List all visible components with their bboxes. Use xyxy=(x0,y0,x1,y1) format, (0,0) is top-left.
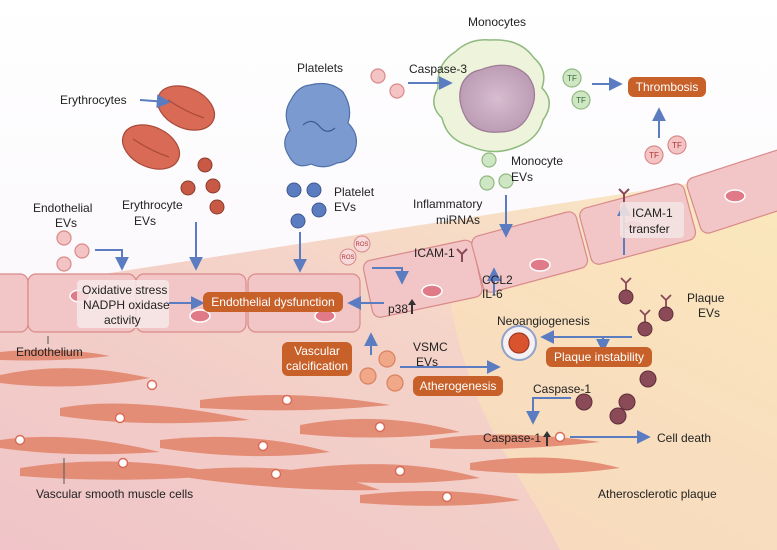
platelet-evs-dots xyxy=(286,182,327,229)
plaque-evs-label-1: Plaque xyxy=(687,291,725,305)
tf-label: TF xyxy=(649,151,659,160)
icam1-transfer-label-1: ICAM-1 xyxy=(632,206,673,220)
plaque-instability-label: Plaque instability xyxy=(554,350,644,364)
erythrocyte-evs-label-2: EVs xyxy=(134,214,156,228)
vsmc-cell xyxy=(470,457,620,474)
icam1-transfer-box xyxy=(620,202,684,238)
caspase1-mid-label: Caspase-1 xyxy=(483,431,541,445)
arrow xyxy=(139,94,171,109)
endothelial-evs-dots xyxy=(56,230,90,272)
icam1-receptor-icon xyxy=(456,188,630,262)
pointer-lines xyxy=(47,336,65,484)
vsmc-label: Vascular smooth muscle cells xyxy=(36,487,193,501)
vsmc-cell xyxy=(160,436,330,457)
monocyte-evs-label-2: EVs xyxy=(511,170,533,184)
neoangiogenesis-label: Neoangiogenesis xyxy=(497,314,590,328)
monocytes-label: Monocytes xyxy=(468,15,526,29)
arrow xyxy=(526,397,571,425)
badge-thrombosis xyxy=(628,77,706,97)
erythrocyte-evs-dots xyxy=(180,157,225,215)
monocyte-evs-label-1: Monocyte xyxy=(511,154,563,168)
vsmc-evs-dots xyxy=(359,350,404,392)
vsmc-cell xyxy=(60,403,250,424)
platelet-evs-label-2: EVs xyxy=(334,200,356,214)
ccl2-label: CCL2 xyxy=(482,273,513,287)
caspase1-top-label: Caspase-1 xyxy=(533,382,591,396)
badge-atherogenesis xyxy=(413,376,503,396)
arrow xyxy=(95,249,129,271)
endothelial-cell xyxy=(686,147,777,234)
badge-vascular-calcification xyxy=(282,342,352,376)
vsmc-evs-label-2: EVs xyxy=(416,355,438,369)
tf-label: TF xyxy=(672,141,682,150)
caspase1-particles xyxy=(575,370,657,425)
vsmc-cell xyxy=(20,461,230,480)
vsmc-cell xyxy=(360,491,520,506)
vsmc-cell xyxy=(0,349,110,361)
platelet-evs-label-1: Platelet xyxy=(334,185,375,199)
arrow xyxy=(372,267,409,285)
vsmc-cell xyxy=(0,436,160,455)
platelet-cell xyxy=(284,82,358,168)
vsmc-cell xyxy=(190,467,380,491)
tf-platelet: TF TF xyxy=(644,135,687,165)
tf-label: TF xyxy=(576,96,586,105)
vsmc-nuclei xyxy=(14,379,566,503)
endothelium-label: Endothelium xyxy=(16,345,83,359)
caspase3-label: Caspase-3 xyxy=(409,62,467,76)
erythrocyte-evs-label-1: Erythrocyte xyxy=(122,198,183,212)
oxidative-label-1: Oxidative stress xyxy=(82,283,167,297)
p38-label: p38 xyxy=(388,302,408,316)
oxidative-label-3: activity xyxy=(104,313,141,327)
badge-endothelial-dysfunction xyxy=(203,292,343,312)
increase-arrows xyxy=(408,299,551,446)
vascular-calcification-label-2: calcification xyxy=(286,359,348,373)
arrows xyxy=(95,76,666,444)
icam1-label: ICAM-1 xyxy=(414,246,455,260)
ros-label: ROS xyxy=(355,242,368,248)
endothelial-dysfunction-label: Endothelial dysfunction xyxy=(211,295,334,309)
text-labels: Monocytes Platelets Erythrocytes Caspase… xyxy=(16,15,725,501)
vsmc-evs-label-1: VSMC xyxy=(413,340,448,354)
monocyte-evs-dots xyxy=(479,152,514,191)
plaque-evs-label-2: EVs xyxy=(698,306,720,320)
ros-label: ROS xyxy=(341,255,354,261)
neoangiogenesis-vessel-icon xyxy=(501,325,537,361)
vsmc-cell xyxy=(290,464,480,483)
thrombosis-label: Thrombosis xyxy=(636,80,699,94)
il6-label: IL-6 xyxy=(482,287,503,301)
endothelial-evs-label-1: Endothelial xyxy=(33,201,92,215)
inflammatory-mirnas-label-1: Inflammatory xyxy=(413,197,482,211)
vsmc-cell xyxy=(0,368,150,387)
tf-monocyte: TF TF xyxy=(562,68,591,110)
atherogenesis-label: Atherogenesis xyxy=(420,379,497,393)
plaque-evs xyxy=(618,277,674,337)
plaque-label: Atherosclerotic plaque xyxy=(598,487,717,501)
platelets-label: Platelets xyxy=(297,61,343,75)
erythrocytes-cells xyxy=(121,85,216,170)
oxidative-label-2: NADPH oxidase xyxy=(83,298,170,312)
vsmc-cell xyxy=(200,395,390,411)
badge-plaque-instability xyxy=(546,347,652,367)
vascular-calcification-label-1: Vascular xyxy=(294,344,340,358)
tf-label: TF xyxy=(567,74,577,83)
oxidative-box xyxy=(77,280,169,328)
platelet-granule xyxy=(302,120,336,132)
caspase3-particles xyxy=(370,68,405,99)
icam1-transfer-label-2: transfer xyxy=(629,222,670,236)
cell-death-label: Cell death xyxy=(657,431,711,445)
badges: Endothelial dysfunction Thrombosis Plaqu… xyxy=(203,77,706,396)
erythrocytes-label: Erythrocytes xyxy=(60,93,127,107)
inflammatory-mirnas-label-2: miRNAs xyxy=(436,213,480,227)
ros-particles: ROS ROS xyxy=(339,235,371,266)
endothelial-cell xyxy=(0,273,29,333)
monocyte-nucleus xyxy=(459,64,536,133)
endothelial-evs-label-2: EVs xyxy=(55,216,77,230)
